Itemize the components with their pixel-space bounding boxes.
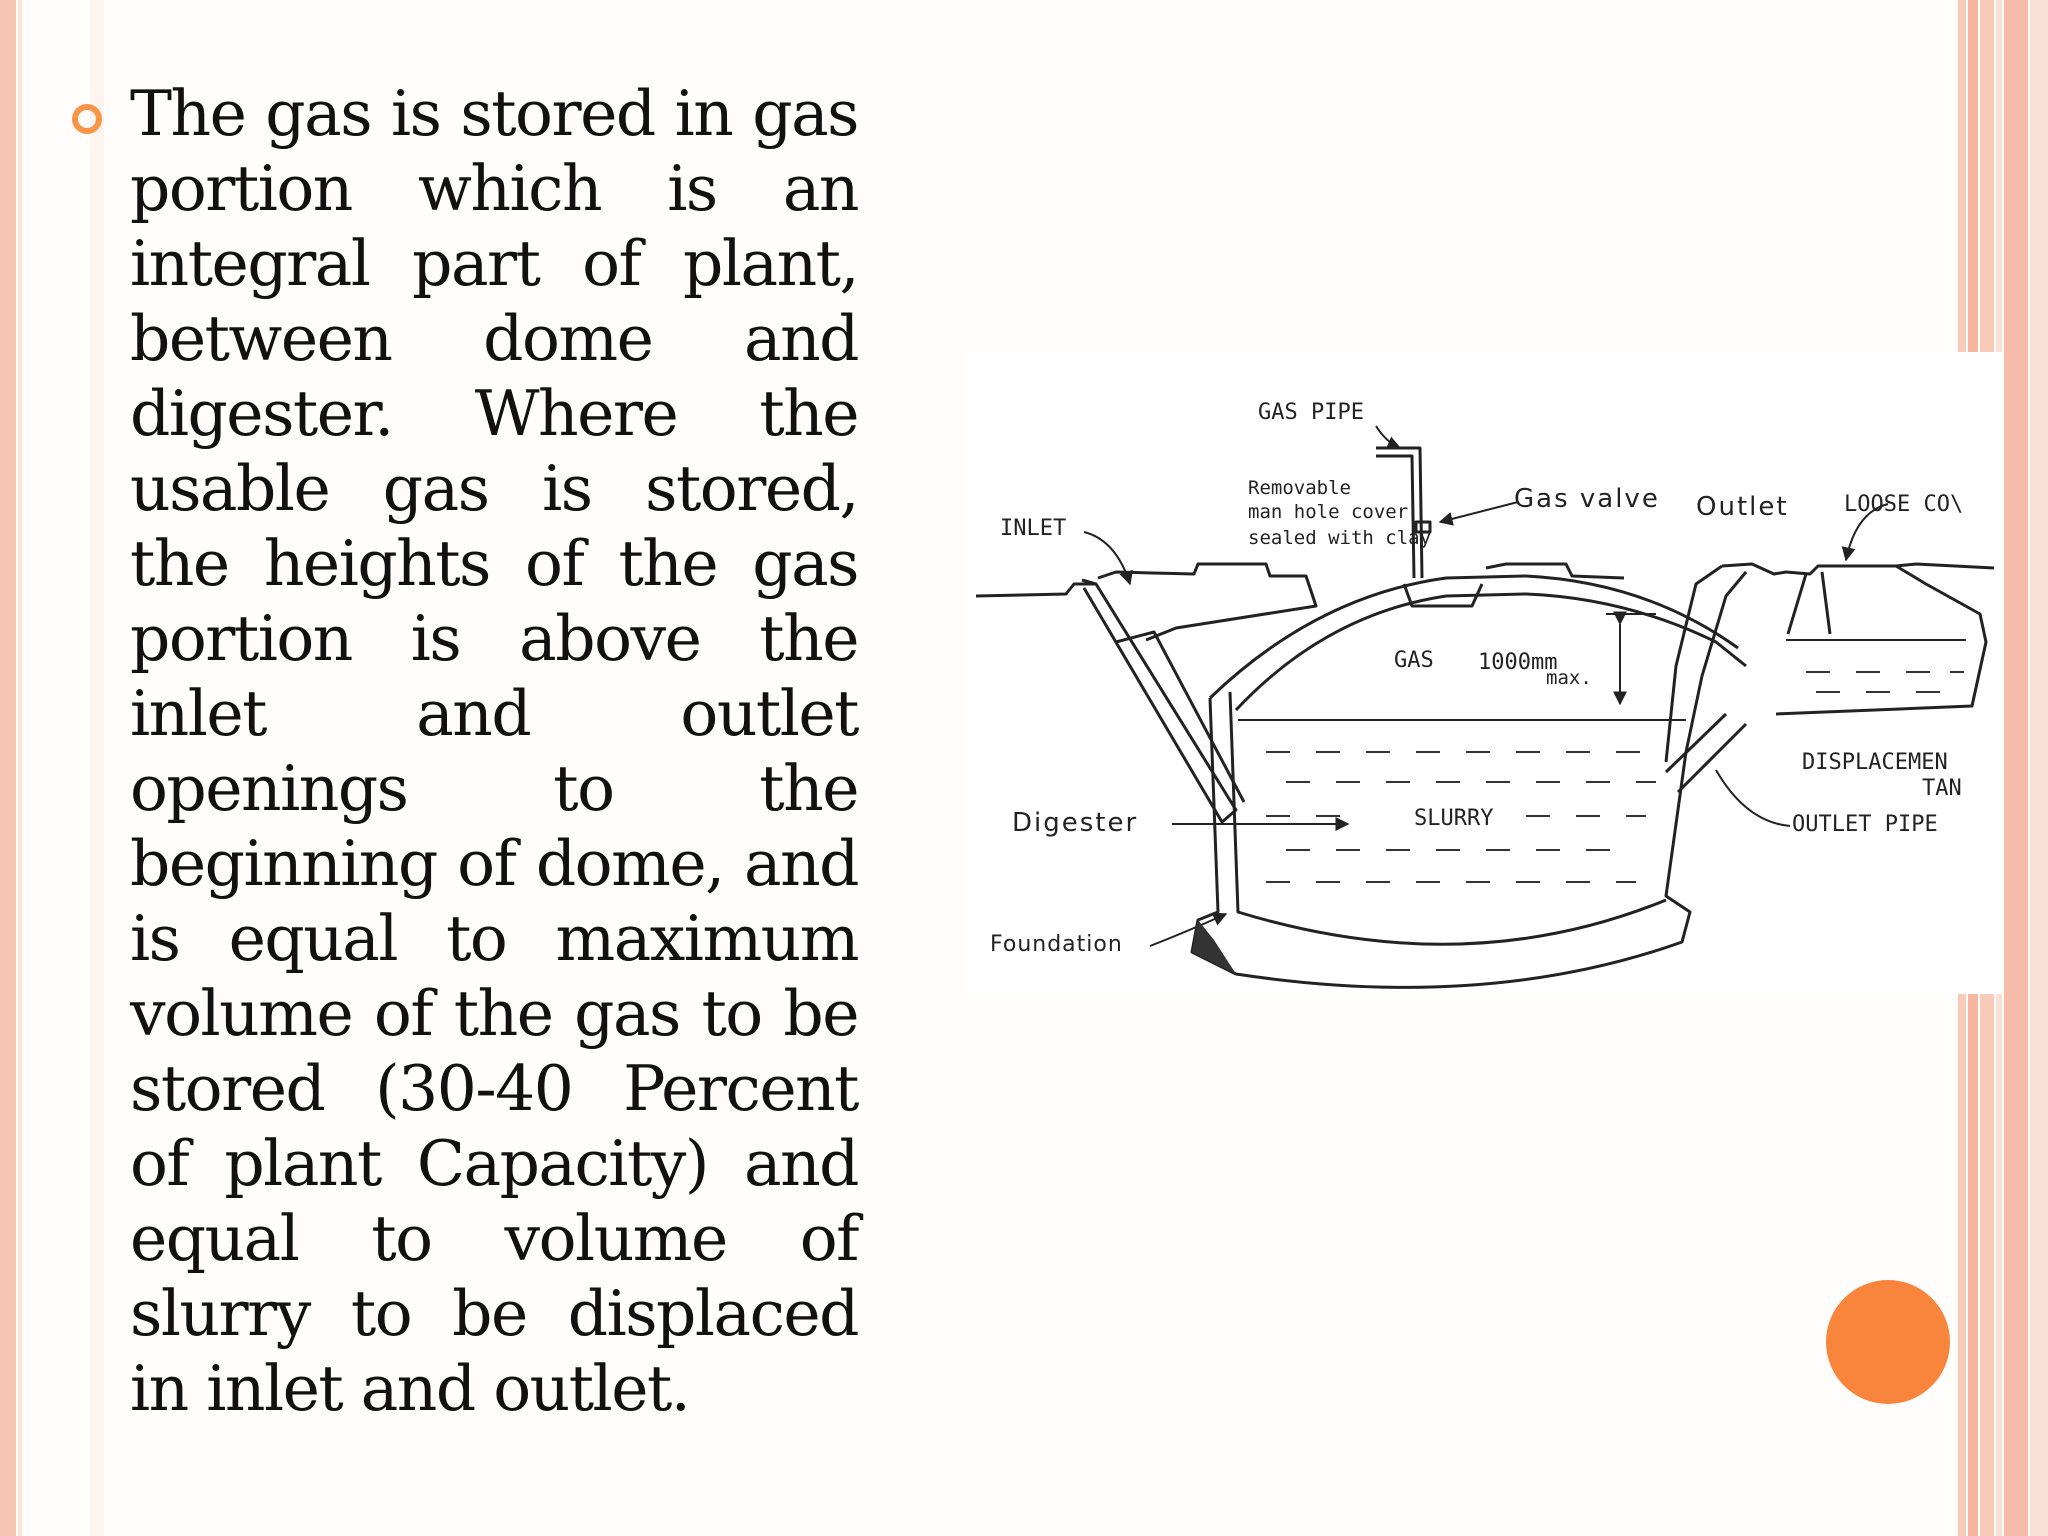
label-inlet: INLET bbox=[1000, 516, 1067, 541]
label-loose-cover: LOOSE CO\ bbox=[1844, 492, 1964, 517]
bullet-ring-icon bbox=[72, 104, 102, 134]
label-tank: TAN bbox=[1922, 776, 1962, 801]
label-outlet-pipe: OUTLET PIPE bbox=[1792, 812, 1938, 837]
right-border-stripe bbox=[2004, 0, 2028, 1536]
label-height: 1000mm bbox=[1478, 650, 1558, 675]
label-displacement: DISPLACEMEN bbox=[1802, 750, 1948, 775]
biogas-plant-diagram: GAS PIPE Removable man hole cover sealed… bbox=[966, 352, 2002, 994]
label-removable-3: sealed with clay bbox=[1248, 527, 1432, 549]
label-gas-pipe: GAS PIPE bbox=[1258, 400, 1364, 425]
diagram-drawing bbox=[975, 425, 1995, 989]
right-border-stripe bbox=[2030, 0, 2048, 1536]
label-gas: GAS bbox=[1394, 648, 1434, 673]
label-foundation: Foundation bbox=[990, 932, 1123, 957]
label-gas-valve: Gas valve bbox=[1514, 484, 1660, 514]
left-border-stripe-thin bbox=[18, 0, 22, 1536]
label-digester: Digester bbox=[1012, 808, 1139, 838]
body-paragraph: The gas is stored in gas portion which i… bbox=[130, 77, 860, 1425]
label-removable-1: Removable bbox=[1248, 477, 1351, 499]
label-outlet: Outlet bbox=[1696, 492, 1789, 522]
label-slurry: SLURRY bbox=[1414, 806, 1494, 831]
label-height-max: max. bbox=[1546, 667, 1592, 689]
decorative-orange-circle bbox=[1826, 1280, 1950, 1404]
label-removable-2: man hole cover bbox=[1248, 501, 1409, 523]
left-border-stripe bbox=[0, 0, 16, 1536]
left-margin-stripe bbox=[90, 0, 104, 1536]
